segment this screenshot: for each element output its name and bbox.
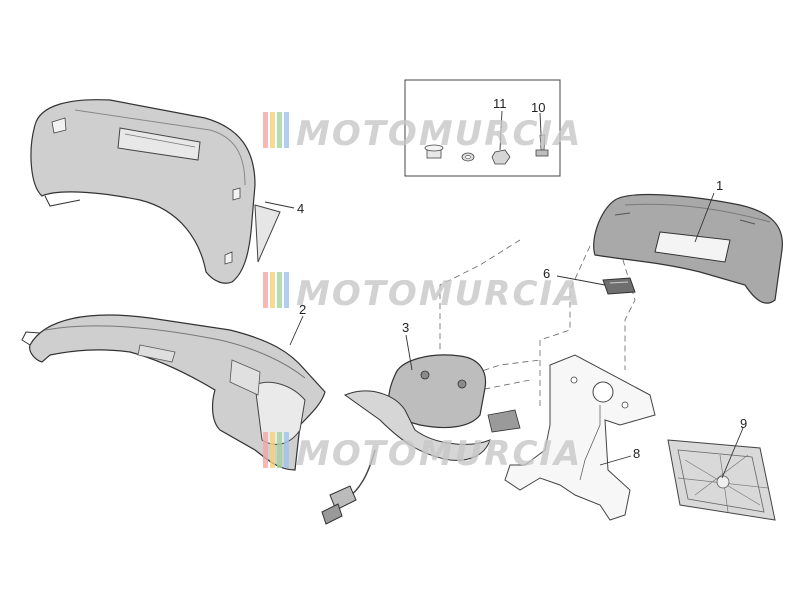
watermark-top: MOTOMURCIA — [263, 112, 582, 154]
watermark-middle: MOTOMURCIA — [263, 272, 582, 314]
part-2-lower-frame — [21, 314, 326, 471]
watermark-text-top: MOTOMURCIA — [296, 114, 582, 154]
wire-harness — [321, 449, 376, 525]
washer-part — [461, 152, 475, 162]
callout-11: 11 — [493, 96, 507, 111]
part-6-reflector — [602, 277, 636, 295]
watermark-text-middle: MOTOMURCIA — [296, 274, 582, 314]
callout-4: 4 — [297, 201, 304, 216]
callout-10: 10 — [531, 100, 545, 115]
bushing-part — [424, 144, 444, 159]
part-3-light-bracket — [343, 354, 521, 461]
nut-part — [491, 149, 511, 165]
callout-labels: 1 2 3 4 6 8 9 10 11 — [297, 96, 747, 461]
screw-part — [535, 134, 549, 157]
callout-9: 9 — [740, 416, 747, 431]
callout-3: 3 — [402, 320, 409, 335]
part-1-rear-light-housing — [593, 193, 783, 304]
part-4-rear-top-cover — [30, 99, 281, 284]
watermark-text-bottom: MOTOMURCIA — [296, 434, 582, 474]
hardware-inset-box — [404, 79, 561, 177]
leader-lines — [264, 110, 744, 479]
callout-8: 8 — [633, 446, 640, 461]
callout-2: 2 — [299, 302, 306, 317]
watermark-bottom: MOTOMURCIA — [263, 432, 582, 474]
callout-6: 6 — [543, 266, 550, 281]
callout-1: 1 — [716, 178, 723, 193]
part-8-plate-bracket — [504, 354, 656, 521]
part-9-plate-holder — [667, 439, 776, 521]
